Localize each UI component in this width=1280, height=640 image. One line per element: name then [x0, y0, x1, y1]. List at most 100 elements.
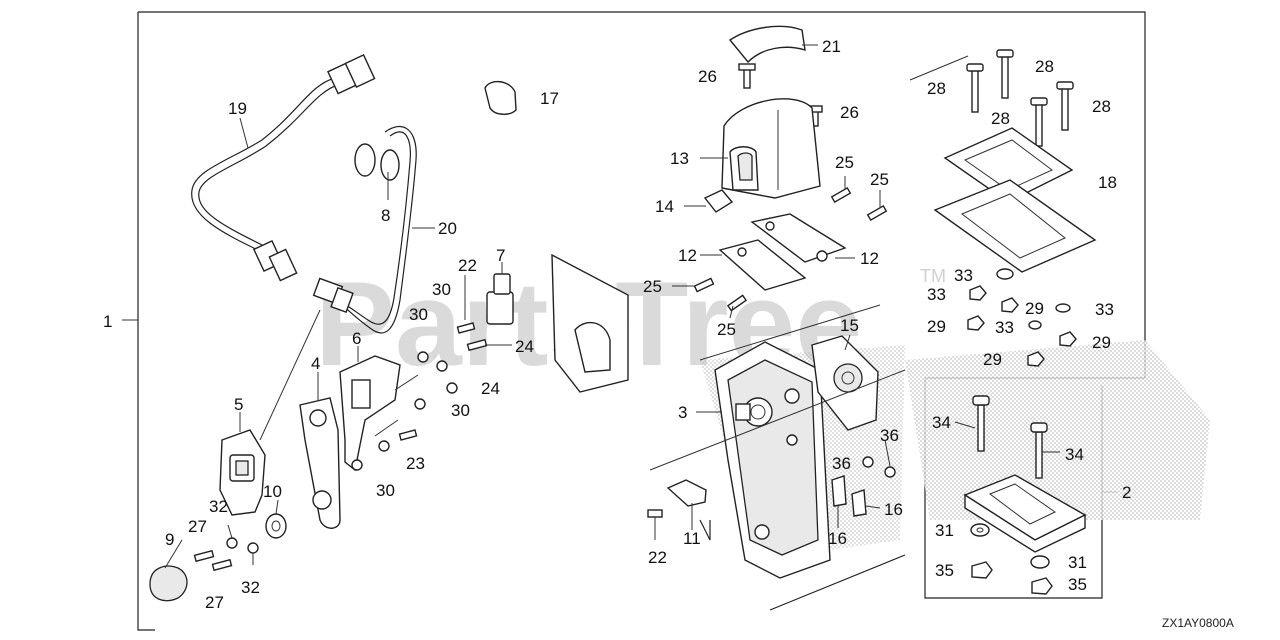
- part-11-clip: [647, 479, 707, 540]
- callout-28b: 28: [1035, 57, 1054, 76]
- part-21-cap: [728, 25, 806, 64]
- leader-10: [275, 499, 279, 515]
- callout-31a: 31: [935, 521, 954, 540]
- callout-8: 8: [381, 206, 390, 225]
- callout-11: 11: [683, 529, 701, 548]
- part-17-grommet: [484, 81, 517, 115]
- callout-1: 1: [103, 312, 112, 331]
- callout-22b: 22: [648, 548, 667, 567]
- callout-32b: 32: [241, 578, 260, 597]
- part-26-screw-a: [743, 67, 751, 89]
- part-19-harness: [191, 54, 376, 282]
- center-division-line-b: [699, 304, 881, 361]
- nuts-and-washers: [967, 268, 1077, 367]
- base-block: [963, 474, 1087, 553]
- callout-23: 23: [406, 454, 425, 473]
- callout-30d: 30: [376, 481, 395, 500]
- callout-7: 7: [496, 246, 505, 265]
- part-3-control-box: [714, 341, 831, 579]
- leader-19: [239, 117, 249, 149]
- part-28-screws: [909, 49, 1074, 147]
- gasket-plate: [551, 253, 629, 393]
- callout-32a: 32: [209, 497, 228, 516]
- callout-30b: 30: [409, 305, 428, 324]
- callout-3: 3: [678, 403, 687, 422]
- center-base-line: [699, 519, 906, 611]
- callout-30a: 30: [432, 280, 451, 299]
- callout-25b: 25: [870, 170, 889, 189]
- callout-28d: 28: [991, 109, 1010, 128]
- callout-29b: 29: [927, 317, 946, 336]
- part-7-switch: [486, 262, 514, 325]
- center-division-line: [649, 369, 906, 471]
- diagram-code: ZX1AY0800A: [1162, 616, 1234, 630]
- part-25-bolts: [672, 176, 888, 319]
- callout-6: 6: [352, 329, 361, 348]
- part-6-bracket: [339, 355, 401, 472]
- leader-15: [844, 334, 851, 351]
- part-34-bolts: [954, 395, 1060, 479]
- callout-29a: 29: [1025, 299, 1044, 318]
- watermark-tm: TM: [920, 266, 946, 286]
- callout-4: 4: [311, 354, 320, 373]
- callout-22a: 22: [458, 256, 477, 275]
- callout-16a: 16: [828, 529, 847, 548]
- callout-36a: 36: [880, 426, 899, 445]
- callout-5: 5: [234, 395, 243, 414]
- callout-35a: 35: [935, 561, 954, 580]
- part-15-plate: [811, 335, 879, 431]
- callout-13: 13: [670, 149, 689, 168]
- part-18-gaskets: [933, 127, 1097, 273]
- callout-34b: 34: [1065, 445, 1084, 464]
- callout-28a: 28: [927, 79, 946, 98]
- callout-33c: 33: [1095, 300, 1114, 319]
- callout-19: 19: [228, 99, 247, 118]
- callout-33d: 33: [995, 318, 1014, 337]
- leader-9: [164, 539, 183, 569]
- callout-12a: 12: [678, 246, 697, 265]
- callout-24a: 24: [515, 337, 534, 356]
- callout-12b: 12: [860, 249, 879, 268]
- callout-30c: 30: [451, 401, 470, 420]
- part-12-brackets: [700, 213, 855, 291]
- part-31-35-fasteners: [970, 523, 1053, 595]
- part-16-clamps: [831, 439, 896, 528]
- part-13-housing: [721, 98, 821, 199]
- shading-right: [905, 340, 1210, 520]
- assembly-frame: [137, 11, 1146, 631]
- callout-9: 9: [165, 530, 174, 549]
- callout-24b: 24: [481, 379, 500, 398]
- part-14-clip: [703, 189, 734, 213]
- callout-2: 2: [1122, 483, 1131, 502]
- callout-14: 14: [655, 197, 674, 216]
- callout-10: 10: [263, 482, 282, 501]
- callout-33a: 33: [954, 266, 973, 285]
- small-fasteners-left: [193, 524, 259, 572]
- callout-15: 15: [840, 316, 859, 335]
- callout-18: 18: [1098, 173, 1117, 192]
- callout-36b: 36: [832, 454, 851, 473]
- callout-26b: 26: [840, 103, 859, 122]
- callout-29d: 29: [983, 350, 1002, 369]
- callout-17: 17: [540, 89, 559, 108]
- callout-16b: 16: [884, 500, 903, 519]
- callout-25d: 25: [717, 320, 736, 339]
- small-fasteners-center: [374, 275, 512, 452]
- callout-31b: 31: [1068, 553, 1087, 572]
- callout-28c: 28: [1092, 97, 1111, 116]
- callout-25c: 25: [643, 277, 662, 296]
- callout-27a: 27: [188, 517, 207, 536]
- part-9-grommet: [149, 565, 188, 602]
- callout-34a: 34: [932, 413, 951, 432]
- callout-25a: 25: [835, 153, 854, 172]
- callout-27b: 27: [205, 593, 224, 612]
- callout-20: 20: [438, 219, 457, 238]
- callout-33b: 33: [927, 285, 946, 304]
- callout-29c: 29: [1092, 333, 1111, 352]
- callout-21: 21: [822, 37, 841, 56]
- callout-26a: 26: [698, 67, 717, 86]
- callout-35b: 35: [1068, 575, 1087, 594]
- part-10-washer: [265, 513, 287, 539]
